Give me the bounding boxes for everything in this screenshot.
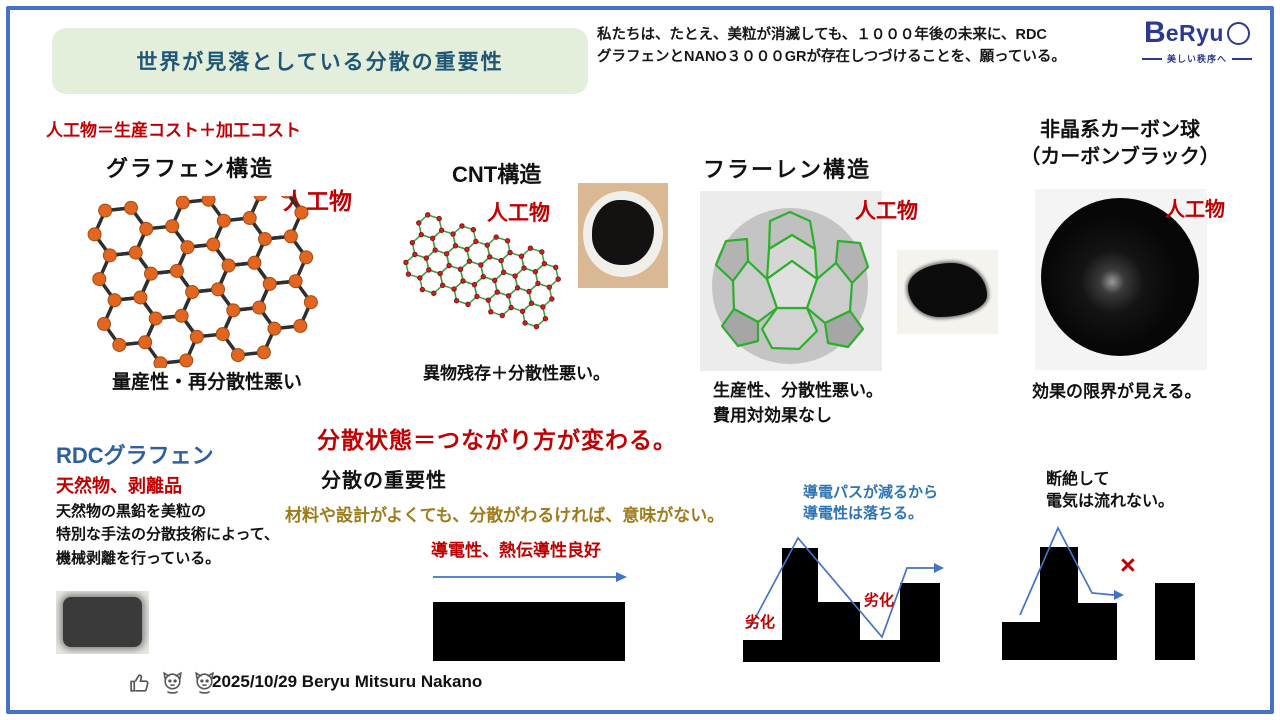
cutoff-caption-line-2: 電気は流れない。 — [1046, 492, 1175, 510]
logo-circle-icon — [1226, 21, 1250, 45]
degraded-label-2: 劣化 — [864, 592, 895, 609]
rdc-description: 天然物の黒鉛を美粒の 特別な手法の分散技術によって、 機械剥離を行っている。 — [56, 500, 279, 570]
importance-note: 材料や設計がよくても、分散がわるければ、意味がない。 — [285, 506, 725, 525]
rdc-description-line-3: 機械剥離を行っている。 — [56, 549, 221, 567]
rdc-graphite-photo — [56, 591, 149, 654]
mission-line-2: グラフェンとNANO３０００GRが存在しつづけることを、願っている。 — [597, 49, 1066, 66]
mission-statement: 私たちは、たとえ、美粒が消滅しても、１０００年後の未来に、RDC グラフェンとN… — [597, 24, 1125, 69]
degraded-label-1: 劣化 — [745, 614, 776, 631]
good-dispersion-bar — [433, 602, 625, 661]
carbon-black-heading-line-2: （カーボンブラック） — [1020, 146, 1220, 168]
fullerene-heading: フラーレン構造 — [703, 157, 872, 182]
footer-icons — [128, 670, 217, 695]
carbon-black-artificial-tag: 人工物 — [1165, 199, 1225, 221]
cnt-powder-photo — [578, 183, 668, 288]
good-dispersion-label: 導電性、熱伝導性良好 — [431, 541, 601, 560]
cnt-heading: CNT構造 — [452, 162, 542, 187]
carbon-black-heading: 非晶系カーボン球 （カーボンブラック） — [998, 117, 1242, 171]
rdc-subheading: 天然物、剥離品 — [56, 476, 182, 496]
fullerene-ball — [712, 208, 870, 364]
footer-credit: 2025/10/29 Beryu Mitsuru Nakano — [212, 672, 483, 691]
logo-letter-b: B — [1144, 16, 1166, 49]
graphene-heading: グラフェン構造 — [106, 156, 275, 181]
cost-equation: 人工物＝生産コスト＋加工コスト — [46, 121, 301, 140]
cutoff-cross-mark: × — [1120, 550, 1136, 580]
degraded-caption-line-1: 導電パスが減るから — [803, 484, 939, 501]
degraded-skyline-diagram — [743, 536, 944, 662]
importance-heading: 分散の重要性 — [321, 470, 447, 492]
dispersion-statement: 分散状態＝つながり方が変わる。 — [317, 427, 677, 453]
good-dispersion-arrow — [433, 572, 627, 582]
cnt-lattice-illustration — [403, 212, 561, 330]
fullerene-artificial-tag: 人工物 — [855, 200, 918, 223]
title-banner: 世界が見落としている分散の重要性 — [52, 28, 588, 94]
degraded-caption-line-2: 導電性は落ちる。 — [803, 505, 924, 522]
carbon-black-heading-line-1: 非晶系カーボン球 — [1040, 119, 1200, 141]
logo-dash-right — [1232, 57, 1252, 60]
cutoff-skyline-diagram — [1002, 526, 1195, 660]
maneki-cat-icon — [163, 671, 182, 694]
carbon-sphere — [1041, 198, 1199, 356]
mission-line-1: 私たちは、たとえ、美粒が消滅しても、１０００年後の未来に、RDC — [597, 27, 1047, 43]
logo-text: eRyu — [1165, 19, 1224, 46]
cutoff-caption-line-1: 断絶して — [1046, 471, 1110, 488]
page-title: 世界が見落としている分散の重要性 — [136, 51, 504, 74]
graphene-lattice-illustration — [87, 196, 318, 368]
cnt-caption: 異物残存＋分散性悪い。 — [423, 364, 610, 383]
logo-tagline: 美しい秩序へ — [1166, 54, 1227, 64]
degraded-caption: 導電パスが減るから 導電性は落ちる。 — [803, 482, 938, 524]
rdc-heading: RDCグラフェン — [56, 443, 214, 468]
rdc-description-line-1: 天然物の黒鉛を美粒の — [56, 503, 207, 520]
rdc-description-line-2: 特別な手法の分散技術によって、 — [56, 526, 280, 544]
carbon-black-caption: 効果の限界が見える。 — [1032, 382, 1202, 401]
graphene-caption: 量産性・再分散性悪い — [112, 372, 303, 393]
fullerene-caption: 生産性、分散性悪い。 費用対効果なし — [713, 379, 883, 428]
cnt-artificial-tag: 人工物 — [487, 202, 550, 225]
thumbs-up-icon — [130, 674, 149, 692]
fullerene-illustration — [700, 191, 882, 371]
logo-dash-left — [1141, 57, 1162, 60]
fullerene-powder-photo — [897, 250, 998, 334]
fullerene-caption-line-2: 費用対効果なし — [713, 405, 832, 425]
fullerene-caption-line-1: 生産性、分散性悪い。 — [713, 381, 883, 400]
maneki-cat-icon — [195, 671, 214, 694]
cutoff-caption: 断絶して 電気は流れない。 — [1046, 469, 1174, 512]
carbon-black-sphere-image — [1035, 189, 1207, 370]
